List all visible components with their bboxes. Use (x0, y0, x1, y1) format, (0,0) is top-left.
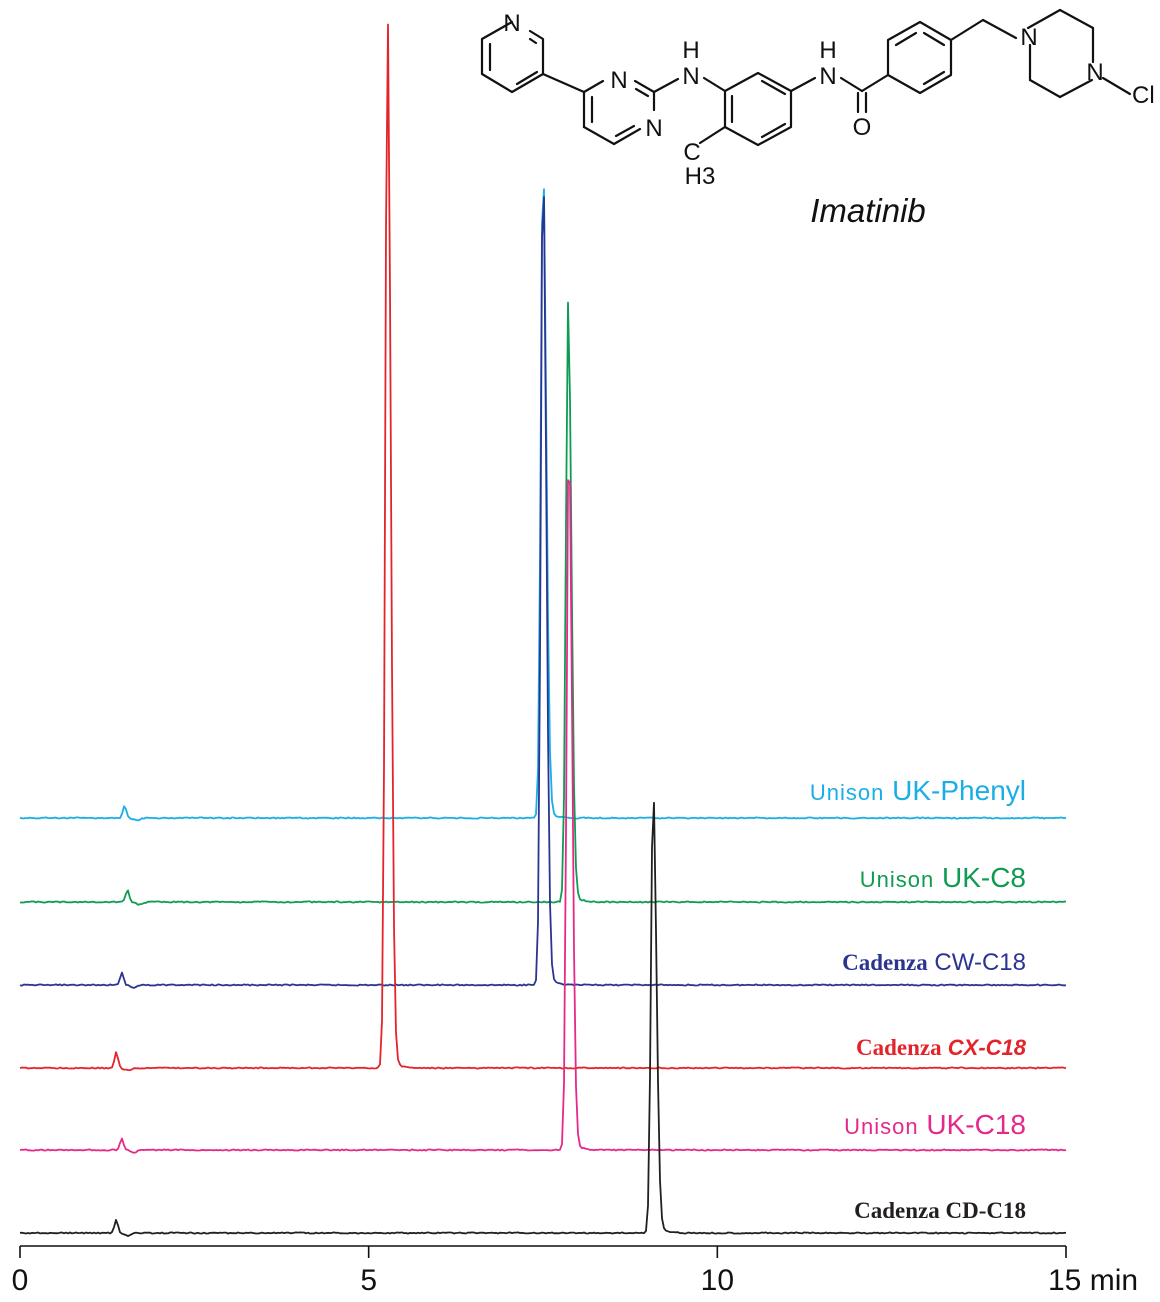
amine-bond-2 (702, 76, 727, 93)
pyrimidine-ring (582, 79, 656, 146)
x-tick-label-0: 0 (12, 1264, 29, 1297)
amide-h-label: H (819, 37, 836, 64)
amine-n-label: N (682, 63, 699, 90)
series-column: CX-C18 (942, 1035, 1027, 1060)
trace-unison-uk-c18 (19, 479, 1067, 1154)
piperazine-n2-label: N (1086, 59, 1103, 86)
series-brand: Cadenza (842, 950, 928, 975)
x-tick-label-15: 15 min (1048, 1264, 1138, 1297)
amide-n-label: N (819, 63, 836, 90)
pyrimidine-n1-label: N (610, 67, 627, 94)
series-column: UK-C8 (934, 862, 1026, 893)
x-tick-label-10: 10 (701, 1264, 734, 1297)
series-brand: Cadenza (856, 1035, 942, 1060)
methyl-c-label: C (683, 139, 700, 166)
methyl-bond (698, 125, 727, 145)
compound-name: Imatinib (810, 192, 926, 229)
series-brand: Unison (810, 780, 884, 805)
imatinib-structure (480, 8, 1132, 147)
n-methyl-bond (1101, 76, 1132, 96)
trace-unison-uk-phenyl (19, 188, 1067, 822)
series-label-unison-uk-c18: Unison UK-C18 (844, 1109, 1026, 1140)
series-label-unison-uk-c8: Unison UK-C8 (860, 862, 1026, 893)
piperazine-ring (1026, 8, 1095, 99)
pyrimidine-n2-label: N (645, 115, 662, 142)
series-column: UK-Phenyl (884, 775, 1026, 806)
benzoyl-ring (886, 20, 953, 95)
amine-bond-1 (652, 77, 680, 94)
trace-cadenza-cx-c18 (19, 23, 1067, 1072)
series-brand: Unison (860, 867, 934, 892)
amide-bond-2 (839, 76, 864, 93)
series-label-cadenza-cw-c18: Cadenza CW-C18 (842, 949, 1026, 976)
carbonyl-o-label: O (853, 114, 872, 141)
x-tick-label-5: 5 (360, 1264, 377, 1297)
series-column: CW-C18 (928, 949, 1026, 976)
series-brand: Unison (844, 1114, 918, 1139)
amide-bond-1 (789, 76, 817, 93)
terminal-methyl-label: Cl (1132, 82, 1155, 109)
trace-cadenza-cw-c18 (19, 196, 1067, 989)
methylene-bond-2 (981, 18, 1018, 40)
series-label-cadenza-cx-c18: Cadenza CX-C18 (856, 1035, 1027, 1060)
methylene-bond-1 (949, 18, 985, 42)
structure-atom-labels: N N N H N C H3 H N O N N Cl (503, 10, 1154, 190)
piperazine-n1-label: N (1020, 24, 1037, 51)
series-column: UK-C18 (919, 1109, 1026, 1140)
series-label-unison-uk-phenyl: Unison UK-Phenyl (810, 775, 1026, 806)
series-label-cadenza-cd-c18: Cadenza CD-C18 (854, 1198, 1026, 1223)
toluyl-ring (723, 71, 793, 147)
trace-cadenza-cd-c18 (19, 801, 1067, 1237)
biaryl-bond (541, 72, 586, 94)
trace-unison-uk-c8 (20, 301, 1067, 906)
amide-carbon-bond (860, 73, 890, 93)
pyridine-n-label: N (503, 10, 520, 37)
amine-h-label: H (682, 37, 699, 64)
chromatogram-traces (19, 23, 1067, 1237)
series-brand: Cadenza (854, 1198, 940, 1223)
pyridine-ring (480, 20, 545, 94)
x-axis-ticks: 0 5 10 15 min (12, 1246, 1138, 1297)
series-column: CD-C18 (940, 1198, 1026, 1223)
methyl-h3-label: H3 (685, 163, 716, 190)
